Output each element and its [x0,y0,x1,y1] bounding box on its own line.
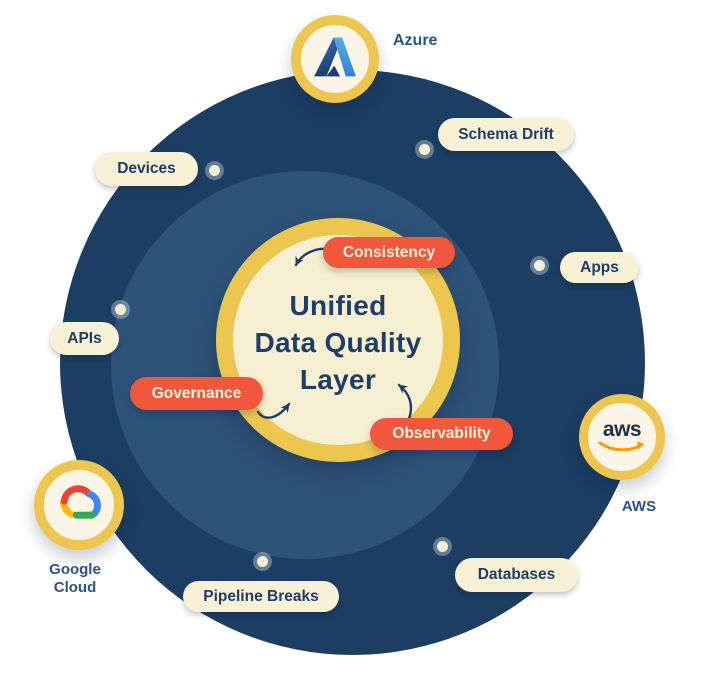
apis-pill: APIs [50,322,119,355]
pipeline-breaks-pill-label: Pipeline Breaks [203,587,319,605]
azure-label: Azure [393,32,438,49]
apis-pill-label: APIs [67,329,102,347]
apps-pill-label: Apps [580,258,619,276]
google-cloud-logo-badge [34,460,124,550]
apis-dot [115,304,126,315]
pipeline-breaks-pill: Pipeline Breaks [183,581,339,612]
devices-pill-label: Devices [117,160,176,177]
governance-badge-label: Governance [151,384,242,402]
schema-drift-dot [419,144,430,155]
schema-drift-pill-label: Schema Drift [458,125,554,143]
aws-smile-icon [598,441,645,451]
observability-badge: Observability [370,418,513,450]
devices-pill: Devices [95,152,198,186]
consistency-badge: Consistency [323,237,455,268]
center-title-line-3: Layer [299,364,377,395]
aws-logo-word: aws [602,417,642,441]
google-cloud-label: Google Cloud [30,561,120,597]
azure-logo-badge [291,15,379,103]
schema-drift-pill: Schema Drift [438,118,574,151]
google-cloud-logo-icon [53,482,105,529]
pipeline-breaks-dot [257,556,268,567]
aws-label: AWS [621,498,657,515]
governance-badge: Governance [130,377,263,410]
google-cloud-label-line-2: Cloud [53,579,97,596]
devices-dot [209,165,220,176]
center-title-line-1: Unified [289,290,387,321]
apps-pill: Apps [560,252,639,283]
aws-logo-badge: aws [579,394,665,480]
databases-dot [437,541,448,552]
observability-badge-label: Observability [392,425,491,442]
databases-pill: Databases [455,558,578,592]
google-cloud-label-line-1: Google [49,561,101,578]
center-title: Unified Data Quality Layer [206,287,470,398]
databases-pill-label: Databases [477,566,556,583]
apps-dot [534,260,545,271]
azure-logo-icon [312,36,358,83]
center-title-line-2: Data Quality [254,327,422,358]
aws-logo-icon: aws [598,417,646,454]
consistency-badge-label: Consistency [342,243,436,261]
